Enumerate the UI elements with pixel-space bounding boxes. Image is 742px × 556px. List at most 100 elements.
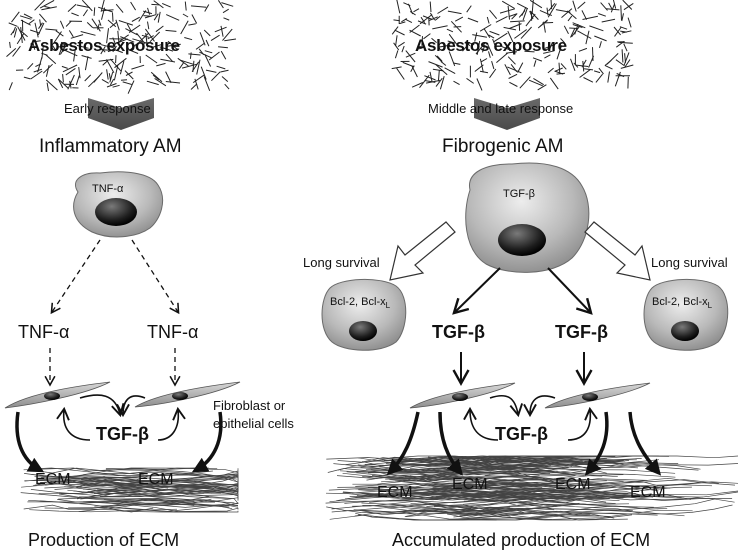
asbestos-fiber [467, 17, 479, 23]
ecm-fiber [425, 468, 603, 477]
asbestos-fiber [409, 24, 420, 33]
asbestos-fiber [9, 41, 11, 48]
asbestos-fiber [582, 15, 599, 20]
asbestos-fiber [422, 15, 433, 20]
asbestos-fiber [41, 52, 48, 56]
asbestos-fiber [160, 58, 176, 63]
asbestos-fiber [437, 44, 451, 48]
asbestos-fiber [529, 0, 543, 9]
asbestos-fiber [106, 28, 109, 44]
asbestos-fiber [67, 74, 75, 90]
ecm-arrows-left [15, 411, 223, 473]
asbestos-fiber [447, 40, 456, 44]
asbestos-fiber [394, 50, 399, 59]
asbestos-fiber [572, 0, 577, 12]
asbestos-fiber [117, 30, 120, 47]
asbestos-fiber [39, 0, 55, 9]
asbestos-fiber [613, 26, 621, 36]
asbestos-fiber [181, 63, 198, 69]
asbestos-fiber [27, 63, 34, 70]
asbestos-fiber [23, 13, 33, 19]
asbestos-fiber [577, 1, 586, 9]
asbestos-fiber [627, 17, 632, 28]
asbestos-fiber [17, 26, 26, 41]
asbestos-fiber [584, 68, 594, 71]
asbestos-fiber [146, 80, 159, 86]
asbestos-fiber [615, 59, 625, 67]
asbestos-fiber [501, 0, 515, 9]
ecm-fiber [361, 493, 652, 500]
asbestos-fiber [159, 46, 174, 52]
asbestos-fiber [466, 5, 472, 13]
asbestos-fiber [86, 22, 94, 29]
ecm-fiber [459, 512, 658, 518]
asbestos-fiber [428, 61, 443, 68]
asbestos-fiber [124, 70, 134, 80]
asbestos-fiber [131, 64, 145, 70]
asbestos-fiber [45, 54, 57, 65]
asbestos-fiber [475, 42, 486, 55]
asbestos-fiber [59, 20, 65, 29]
asbestos-fiber [608, 2, 613, 11]
ecm-fiber [58, 490, 239, 500]
asbestos-fiber [489, 9, 498, 20]
asbestos-fiber [600, 2, 608, 11]
right-exposure-label: Asbestos exposure [415, 36, 567, 55]
asbestos-fiber [180, 20, 189, 35]
asbestos-fiber [454, 16, 464, 22]
asbestos-fiber [566, 10, 577, 20]
asbestos-fiber [221, 2, 234, 7]
asbestos-fiber [180, 59, 194, 65]
asbestos-fiber [220, 69, 229, 73]
asbestos-fiber [623, 52, 630, 66]
asbestos-fiber [57, 78, 64, 89]
ecm-label-left-2: ECM [138, 471, 174, 488]
asbestos-fiber [156, 62, 166, 67]
asbestos-fiber [556, 45, 563, 60]
ecm-fiber [404, 475, 576, 480]
asbestos-fiber [479, 70, 489, 74]
asbestos-fiber [572, 24, 583, 28]
asbestos-fiber [165, 53, 173, 62]
left-response-label: Early response [64, 101, 151, 116]
asbestos-fiber [216, 65, 226, 70]
asbestos-fiber [67, 3, 77, 12]
asbestos-fiber [397, 41, 405, 48]
asbestos-fiber [165, 29, 177, 32]
survival-arrow-left [389, 221, 456, 281]
asbestos-fiber [6, 48, 17, 57]
asbestos-fiber [150, 43, 164, 49]
asbestos-fiber [561, 8, 573, 18]
asbestos-fiber [403, 2, 411, 7]
asbestos-fiber [624, 53, 626, 63]
ecm-fiber [342, 472, 586, 485]
ecm-fiber [383, 459, 553, 472]
asbestos-fiber [196, 59, 201, 75]
asbestos-fiber [82, 9, 89, 17]
asbestos-fiber [510, 20, 525, 23]
asbestos-fiber [501, 46, 514, 52]
asbestos-fiber [620, 64, 634, 69]
asbestos-fiber [570, 58, 576, 71]
asbestos-fiber [8, 22, 18, 27]
asbestos-fiber [37, 57, 43, 73]
asbestos-fiber [432, 68, 444, 72]
asbestos-fiber [544, 54, 551, 59]
fibroblast-label-line1: Fibroblast or [213, 398, 286, 413]
ecm-fiber [40, 473, 170, 483]
asbestos-fiber [166, 43, 181, 47]
asbestos-fiber [39, 13, 47, 23]
asbestos-fiber [99, 46, 106, 53]
asbestos-fiber [128, 49, 139, 54]
ecm-fiber [44, 501, 216, 510]
ecm-fiber [401, 464, 577, 477]
asbestos-fiber [432, 25, 448, 30]
asbestos-fiber [508, 73, 518, 79]
asbestos-fiber [69, 80, 72, 89]
asbestos-fiber [620, 5, 622, 21]
asbestos-fiber [486, 16, 490, 24]
asbestos-fiber [154, 77, 167, 87]
asbestos-fiber [411, 82, 424, 88]
asbestos-fiber [476, 78, 483, 91]
